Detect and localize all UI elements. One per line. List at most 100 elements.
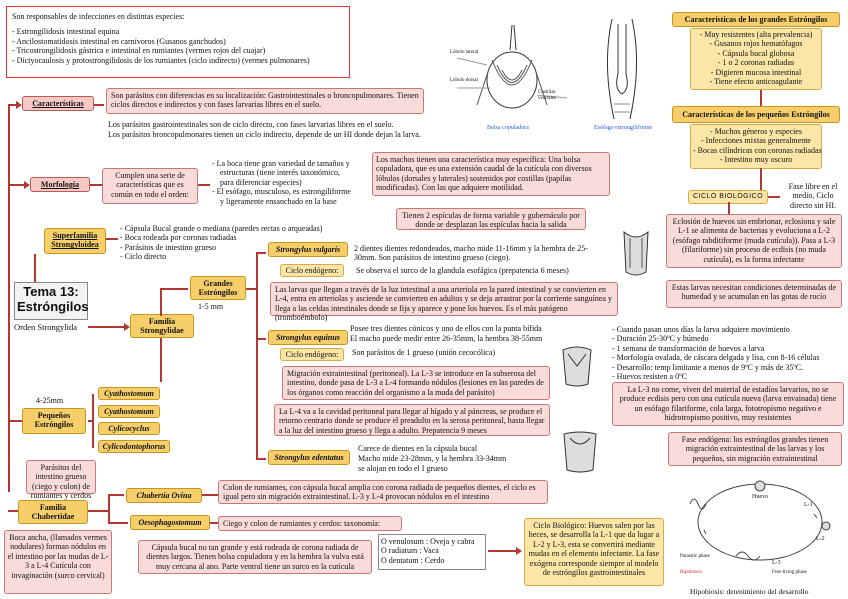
genus-label: Cylicodontophorus (98, 440, 170, 454)
edentatus-desc3: se alojan en todo el I grueso (358, 464, 448, 473)
pequenos-list: - Muchos géneros y especies - Infeccione… (690, 124, 822, 169)
main-title: Tema 13: Estróngilos (14, 282, 89, 320)
arrow-icon (516, 547, 522, 555)
grandes-list: - Muy resistentes (alta prevalencia) - G… (690, 28, 822, 90)
list-item: - Bocas cilíndricas con coronas radiadas (693, 145, 822, 155)
connector (760, 168, 762, 190)
connector (160, 288, 188, 290)
list-item: - Parásitos de intestino grueso (120, 242, 216, 252)
life-cycle-diagram: Huevo L-1 L-2 L-3 Parasitic phase Free-l… (676, 474, 844, 586)
cycle-label: L-1 (804, 502, 813, 508)
equinus-desc2: El macho puede medir entre 26-35mm, la h… (350, 334, 543, 343)
list-item: - Morfología ovalada, de cáscara delgada… (612, 353, 820, 363)
morfologia-box: Cumplen una serie de características que… (102, 168, 198, 204)
connector (488, 550, 520, 552)
connector (760, 90, 762, 106)
intro-box: Son responsables de infecciones en disti… (6, 6, 350, 78)
list-item: - La boca tiene gran variedad de tamaños… (212, 159, 350, 168)
oesophagostomum-box: Ciego y colon de rumiantes y cerdos: tax… (218, 516, 402, 532)
equinus-figure (560, 344, 594, 388)
list-item: - Cuando pasan unos días la larva adquie… (612, 325, 790, 334)
connector (256, 338, 266, 340)
grandes-title: Características de los grandes Estróngil… (672, 12, 840, 28)
caracteristicas-label: Características (22, 96, 94, 112)
connector (88, 326, 128, 328)
connector (8, 510, 18, 512)
list-item: - Desarrollo: temp limitante a menos de … (612, 362, 804, 372)
equinus-label: Strongylus equinus (268, 330, 348, 346)
l3-box: La L-3 no come, viven del material de es… (612, 382, 844, 426)
intro-item: - Ancilostomatidosis intestinal en carní… (12, 36, 226, 46)
list-item: - Muy resistentes (alta prevalencia) (699, 30, 813, 39)
list-item: y ligeramente ensanchado en la base (220, 196, 337, 206)
esofago-estrongiliforme-icon (606, 18, 638, 120)
genus-label: Cyathostomum (98, 387, 160, 401)
cycle-label: Huevo (752, 494, 768, 500)
list-item: - Ciclo directo (120, 252, 167, 262)
list-item: - 1 o 2 coronas radiadas (717, 58, 795, 68)
vulgaris-label: Strongylus vulgaris (268, 242, 348, 258)
list-item: - Huevos resisten a 0ºC (612, 372, 687, 382)
cycle-label: Free-living phase (772, 570, 807, 575)
connector (210, 522, 218, 524)
chabertidae-boca: Boca ancha, (llamados vermes nodulares) … (4, 530, 112, 594)
equinus-desc1: Posee tres dientes cónicos y uno de ello… (350, 324, 542, 333)
connector (8, 184, 28, 186)
connector (8, 104, 10, 492)
connector (160, 338, 162, 382)
strongylus-edentatus-icon (563, 431, 597, 473)
arrow-icon (124, 323, 130, 331)
connector (108, 494, 124, 496)
list-item: - Muchos géneros y especies (710, 127, 802, 136)
life-cycle-icon (689, 480, 831, 561)
list-item: - Infecciones mixtas generalmente (701, 136, 811, 146)
familia-strongylidae-label: Familia Strongylidae (130, 314, 194, 338)
figure-label: Lóbulo dorsal (450, 78, 478, 83)
connector (256, 252, 258, 460)
caracteristicas-text2: Los parásitos gastrointestinales son de … (108, 120, 394, 129)
main-subtitle: Orden Strongylida (14, 322, 78, 332)
bolsa-copuladora-figure: Lóbulo lateral Lóbulo dorsal Costillas v… (450, 20, 572, 120)
machos-box: Los machos tienen una característica muy… (372, 152, 610, 196)
bolsa-copuladora-caption: Bolsa copuladora (487, 125, 529, 131)
connector (8, 420, 22, 422)
esofago-caption: Esófago estrongiliforme (594, 125, 653, 131)
connector (198, 184, 210, 186)
connector (256, 458, 266, 460)
connector (108, 522, 128, 524)
equinus-ciclo-text: Son parásitos de 1 grueso (unión cecocól… (352, 348, 496, 357)
development-list: - Cuando pasan unos días la larva adquie… (612, 325, 844, 382)
list-item: estructuras (tiene interés taxonómico, (220, 168, 340, 178)
chabertia-ovina-label: Chabertia Ovina (126, 488, 202, 504)
connector (202, 494, 218, 496)
species-item: O radiatum : Vaca (381, 546, 439, 556)
edentatus-desc2: Macho mide 23-28mm, y la hembra 33-34mm (358, 454, 507, 463)
chabertidae-ciclo-box: Ciclo Biológico: Huevos salen por las he… (524, 518, 664, 586)
equinus-ciclo-label: Ciclo endógeno: (280, 348, 344, 362)
arrow-icon (24, 181, 30, 189)
equinus-l4-box: La L-4 va a la cavidad peritoneal para l… (274, 404, 550, 436)
list-item: - Gusanos rojos hematófagos (709, 39, 803, 49)
connector (34, 254, 36, 282)
capsula-box: Cápsula bucal no tan grande y está rodea… (138, 540, 372, 574)
list-item: - Tiene efecto anticoagulante (709, 77, 803, 87)
superfamilia-label: Superfamilia Strongyloidea (44, 228, 106, 254)
cycle-label: L-3 (772, 560, 781, 566)
list-item: - Duración 25-30ºC y húmedo (612, 334, 709, 344)
caracteristicas-box: Son parásitos con diferencias en su loca… (106, 88, 424, 114)
strongylus-vulgaris-icon (623, 230, 649, 276)
species-item: O venulosum : Oveja y cabra (381, 537, 475, 546)
list-item: - Cápsula Bucal grande o mediana (parede… (120, 224, 323, 233)
edentatus-label: Strongylus edentatus (268, 450, 350, 466)
list-item: - Digieren mucosa intestinal (710, 67, 802, 77)
list-item: - 1 semana de transformación de huevos a… (612, 343, 765, 353)
grandes-estrongilos-label: Grandes Estróngilos (190, 276, 246, 300)
eclosion-box: Eclosión de huevos sin embrionar, eclosi… (666, 214, 842, 268)
connector (92, 394, 94, 448)
intro-heading: Son responsables de infecciones en disti… (12, 12, 185, 21)
caracteristicas-text3: Los parásitos broncopulmonares tienen un… (108, 130, 421, 139)
connector (88, 510, 108, 512)
list-item: - Boca rodeada por coronas radiadas (120, 233, 237, 243)
connector (94, 104, 104, 106)
species-item: O dentatum : Cerdo (381, 555, 445, 565)
